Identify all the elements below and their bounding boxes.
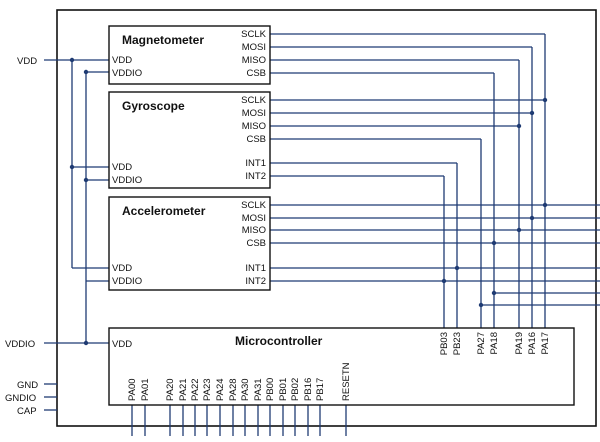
ext-vdd-label: VDD: [17, 56, 37, 67]
mcu-bottom-pin-pb01: PB01: [278, 378, 289, 401]
accel-pin-sclk: SCLK: [241, 200, 266, 211]
mcu-bottom-pin-pa28: PA28: [228, 378, 239, 401]
mcu-top-pin-pa17: PA17: [540, 332, 551, 355]
mcu-bottom-pin-pa22: PA22: [190, 378, 201, 401]
mcu-bottom-pin-pa20: PA20: [165, 378, 176, 401]
microcontroller-box: [108, 327, 575, 406]
mcu-bottom-pin-pa30: PA30: [240, 378, 251, 401]
gyro-pin-csb: CSB: [246, 134, 266, 145]
signal-junctions: [441, 97, 548, 308]
gyro-pin-vdd: VDD: [112, 162, 132, 173]
accel-pin-vdd: VDD: [112, 263, 132, 274]
accel-pin-vddio: VDDIO: [112, 276, 142, 287]
accel-pin-int2: INT2: [245, 276, 266, 287]
power-junctions: [69, 57, 89, 346]
mcu-top-pin-pb23: PB23: [452, 332, 463, 355]
gyroscope-box: [108, 91, 271, 189]
signal-wiring: [270, 33, 600, 328]
mcu-bottom-pin-pa21: PA21: [178, 378, 189, 401]
mcu-bottom-pin-pb02: PB02: [290, 378, 301, 401]
gyro-pin-int2: INT2: [245, 171, 266, 182]
mcu-top-pin-pb03: PB03: [439, 332, 450, 355]
accel-pin-miso: MISO: [242, 225, 266, 236]
mag-pin-vddio: VDDIO: [112, 68, 142, 79]
mcu-bottom-pin-pa00: PA00: [127, 378, 138, 401]
mcu-bottom-pin-pa31: PA31: [253, 378, 264, 401]
mcu-bottom-pin-pb17: PB17: [315, 378, 326, 401]
ext-gndio-label: GNDIO: [5, 393, 36, 404]
gyro-pin-vddio: VDDIO: [112, 175, 142, 186]
mag-pin-vdd: VDD: [112, 55, 132, 66]
accel-pin-mosi: MOSI: [242, 213, 266, 224]
mcu-pin-vdd: VDD: [112, 339, 132, 350]
accel-pin-int1: INT1: [245, 263, 266, 274]
mcu-bottom-pin-pa24: PA24: [215, 378, 226, 401]
microcontroller-title: Microcontroller: [235, 334, 323, 348]
accelerometer-box: [108, 196, 271, 291]
mag-pin-csb: CSB: [246, 68, 266, 79]
ext-vddio-label: VDDIO: [5, 339, 35, 350]
power-wiring: [44, 59, 109, 411]
ext-cap-label: CAP: [17, 406, 37, 417]
gyro-pin-sclk: SCLK: [241, 95, 266, 106]
mcu-bottom-pin-resetn: RESETN: [341, 362, 352, 401]
gyro-pin-mosi: MOSI: [242, 108, 266, 119]
gyroscope-title: Gyroscope: [122, 99, 185, 113]
gyro-pin-miso: MISO: [242, 121, 266, 132]
mcu-top-pin-pa16: PA16: [527, 332, 538, 355]
mcu-bottom-pin-pb16: PB16: [303, 378, 314, 401]
mcu-top-pin-pa27: PA27: [476, 332, 487, 355]
magnetometer-title: Magnetometer: [122, 33, 204, 47]
mcu-top-pin-pa19: PA19: [514, 332, 525, 355]
accelerometer-title: Accelerometer: [122, 204, 206, 218]
mcu-top-pin-pa18: PA18: [489, 332, 500, 355]
bottom-pin-stubs: [131, 405, 347, 436]
accel-pin-csb: CSB: [246, 238, 266, 249]
mag-pin-sclk: SCLK: [241, 29, 266, 40]
mag-pin-miso: MISO: [242, 55, 266, 66]
mcu-bottom-pin-pa23: PA23: [202, 378, 213, 401]
gyro-pin-int1: INT1: [245, 158, 266, 169]
mcu-bottom-pin-pa01: PA01: [140, 378, 151, 401]
ext-gnd-label: GND: [17, 380, 38, 391]
mag-pin-mosi: MOSI: [242, 42, 266, 53]
mcu-bottom-pin-pb00: PB00: [265, 378, 276, 401]
magnetometer-box: [108, 25, 271, 85]
